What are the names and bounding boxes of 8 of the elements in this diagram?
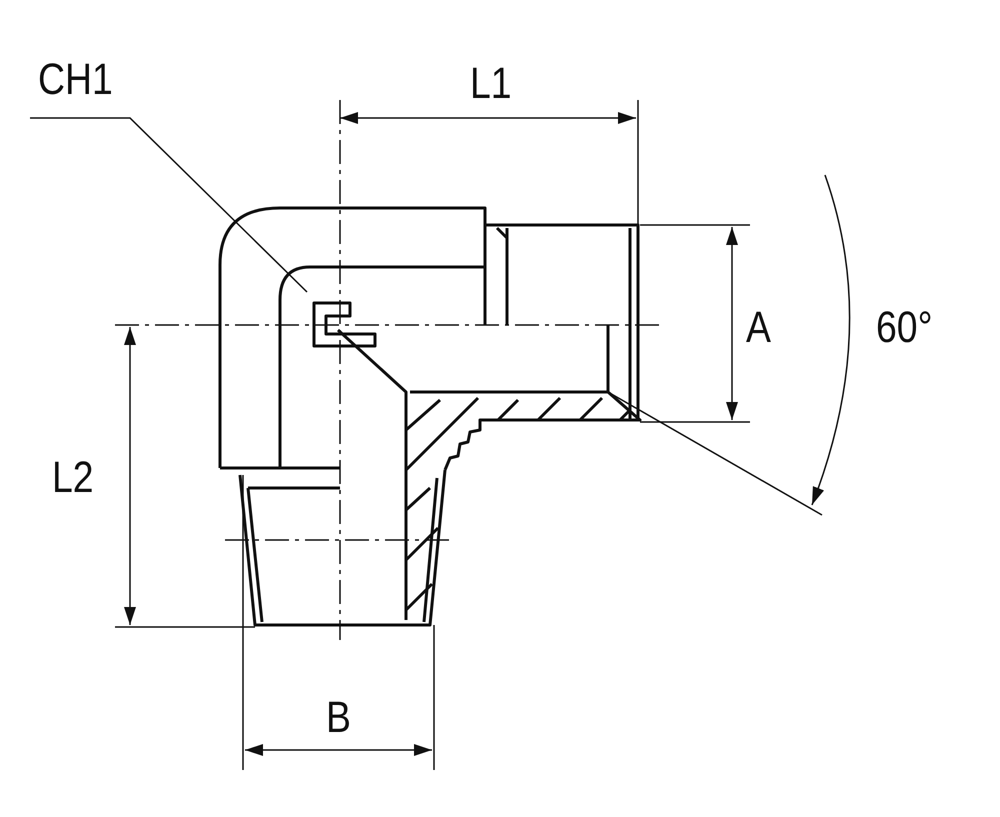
leader-line [30,117,308,293]
dimension-label: 60° [876,306,933,350]
dimension-label: B [326,696,351,740]
dimension-label: L2 [52,456,94,500]
dimension-label: L1 [470,62,512,106]
elbow-fitting-drawing [218,206,642,626]
dimension-label: A [746,306,771,350]
callout-label: CH1 [38,58,113,102]
